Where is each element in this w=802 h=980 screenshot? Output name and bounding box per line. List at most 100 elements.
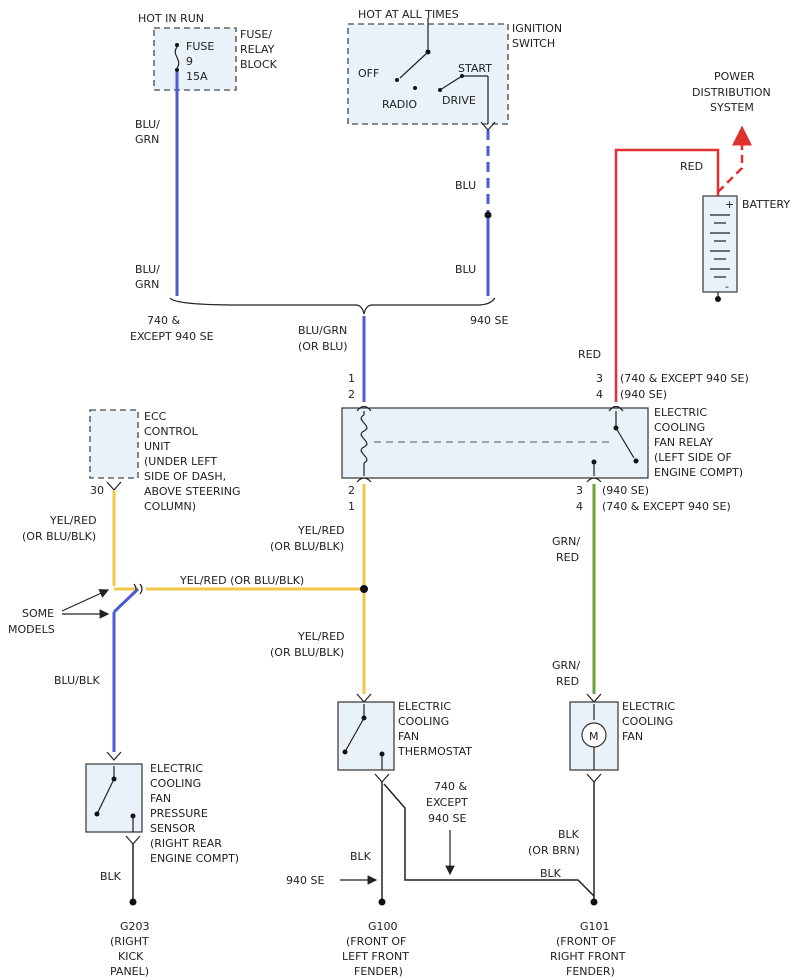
- ignition-blade: [399, 51, 429, 79]
- wire-blk-sensor: BLK: [100, 870, 122, 883]
- fuse-block-outline: [153, 27, 237, 91]
- fuse-element: [174, 46, 180, 69]
- battery-assembly: POWER DISTRIBUTION SYSTEM + - BATTERY: [692, 70, 790, 302]
- g100-dot: [378, 898, 386, 906]
- sensor-line1: ELECTRIC: [150, 762, 203, 775]
- sensor-line4: PRESSURE: [150, 807, 208, 820]
- wire-battery-red: [614, 148, 720, 402]
- g101-line3: RIGHT FRONT: [550, 950, 626, 963]
- relay-pin4-top: 4: [596, 388, 603, 401]
- relay-pin4-bot: 4: [576, 500, 583, 513]
- thermostat-line3: FAN: [398, 730, 419, 743]
- power-line2: DISTRIBUTION: [692, 86, 771, 99]
- wire-red-top: RED: [680, 160, 703, 173]
- g203-line4: PANEL): [110, 965, 149, 978]
- g101-line2: (FRONT OF: [556, 935, 616, 948]
- relay-pin4-bot-note: (740 & EXCEPT 940 SE): [602, 500, 731, 513]
- yel-splice: [360, 585, 368, 593]
- relay-line1: ELECTRIC: [654, 406, 707, 419]
- relay-body: [341, 407, 649, 479]
- wire-blk-fan-line2: (OR BRN): [528, 844, 580, 857]
- g101-dot: [590, 898, 598, 906]
- ignition-drive-link: [439, 75, 463, 91]
- ignition-name-line1: IGNITION: [512, 22, 562, 35]
- ignition-hot-label: HOT AT ALL TIMES: [358, 8, 459, 21]
- ground-g101: G101 (FRONT OF RIGHT FRONT FENDER): [550, 920, 626, 978]
- ecc-outline: [89, 409, 139, 479]
- ecc-line3: UNIT: [144, 440, 171, 453]
- wire-red-mid: RED: [578, 348, 601, 361]
- relay-pin3-top-note: (740 & EXCEPT 940 SE): [620, 372, 749, 385]
- wire-grn-top-line1: GRN/: [552, 535, 580, 548]
- option-bracket: [169, 297, 496, 315]
- battery-plus: +: [725, 198, 734, 211]
- relay-pin2-bot: 2: [348, 484, 355, 497]
- fuse-hot-label: HOT IN RUN: [138, 12, 204, 25]
- ignition-contact-radio: [413, 86, 417, 90]
- splice-740-line1: 740 &: [147, 314, 180, 327]
- relay-pin1-top: 1: [348, 372, 355, 385]
- g101-line1: G101: [580, 920, 610, 933]
- cooling-fan-relay: 1 2 3 4 (740 & EXCEPT 940 SE) (940 SE) 2…: [341, 372, 749, 513]
- g100-line1: G100: [368, 920, 398, 933]
- g101-line4: FENDER): [566, 965, 615, 978]
- thermostat-line4: THERMOSTAT: [397, 745, 472, 758]
- relay-line3: FAN RELAY: [654, 436, 713, 449]
- wire-fuse-bot-line1: BLU/: [135, 263, 160, 276]
- relay-line2: COOLING: [654, 421, 705, 434]
- ground-g203: G203 (RIGHT KICK PANEL): [110, 920, 150, 978]
- exc-line2: EXCEPT: [426, 796, 468, 809]
- splice-940: 940 SE: [470, 314, 508, 327]
- relay-in-line2: (OR BLU): [298, 340, 348, 353]
- cooling-fan: M ELECTRIC COOLING FAN: [569, 693, 675, 783]
- ignition-drive: DRIVE: [442, 94, 476, 107]
- wire-fuse-top-line1: BLU/: [135, 118, 160, 131]
- sensor-line2: COOLING: [150, 777, 201, 790]
- wire-relay-yel-line2: (OR BLU/BLK): [270, 540, 344, 553]
- wire-blk-fan-line1: BLK: [558, 828, 580, 841]
- wire-blk-gnd: BLK: [540, 867, 562, 880]
- ecc-line1: ECC: [144, 410, 167, 423]
- wire-grn-top-line2: RED: [556, 551, 579, 564]
- some-models-arrow-1: [61, 589, 110, 612]
- g100-line2: (FRONT OF: [346, 935, 406, 948]
- thermostat-line1: ELECTRIC: [398, 700, 451, 713]
- relay-coil: [360, 414, 368, 464]
- sensor-line6: (RIGHT REAR: [150, 837, 222, 850]
- fuse-terminal-bottom: [175, 68, 179, 72]
- wire-grn-bot-line1: GRN/: [552, 659, 580, 672]
- fuse-relay-block: HOT IN RUN FUSE 9 15A FUSE/ RELAY BLOCK: [138, 12, 278, 91]
- se940-arrow-label: 940 SE: [286, 874, 324, 887]
- block-line3: BLOCK: [240, 58, 278, 71]
- fuse-terminal-top: [175, 43, 179, 47]
- wire-ign-blu-bot: BLU: [455, 263, 476, 276]
- thermostat-switch-blade: [345, 717, 365, 751]
- ecc-line5: SIDE OF DASH,: [144, 470, 226, 483]
- fan-line1: ELECTRIC: [622, 700, 675, 713]
- ignition-start: START: [458, 62, 492, 75]
- ecc-control-unit: ECC CONTROL UNIT (UNDER LEFT SIDE OF DAS…: [89, 409, 241, 513]
- wire-horiz-yel: YEL/RED (OR BLU/BLK): [179, 574, 304, 587]
- ignition-off: OFF: [358, 67, 379, 80]
- relay-contact-fixed: [591, 459, 597, 465]
- block-line1: FUSE/: [240, 28, 272, 41]
- relay-pin3-bot-note: (940 SE): [602, 484, 649, 497]
- g203-dot: [129, 898, 137, 906]
- battery-minus: -: [725, 280, 729, 293]
- exc-line1: 740 &: [434, 780, 467, 793]
- exc-line3: 940 SE: [428, 812, 466, 825]
- thermostat: ELECTRIC COOLING FAN THERMOSTAT: [337, 693, 472, 783]
- relay-in-line1: BLU/GRN: [298, 324, 347, 337]
- some-models-line2: MODELS: [8, 623, 55, 636]
- g100-line4: FENDER): [354, 965, 403, 978]
- fuse-line3: 15A: [186, 70, 208, 83]
- wire-ign-blu-top: BLU: [455, 179, 476, 192]
- ignition-name-line2: SWITCH: [512, 37, 555, 50]
- relay-pin3-bot: 3: [576, 484, 583, 497]
- ignition-contact-off: [395, 78, 399, 82]
- g203-line3: KICK: [118, 950, 144, 963]
- ignition-splice: [484, 211, 492, 219]
- g203-line1: G203: [120, 920, 150, 933]
- wire-grn-bot-line2: RED: [556, 675, 579, 688]
